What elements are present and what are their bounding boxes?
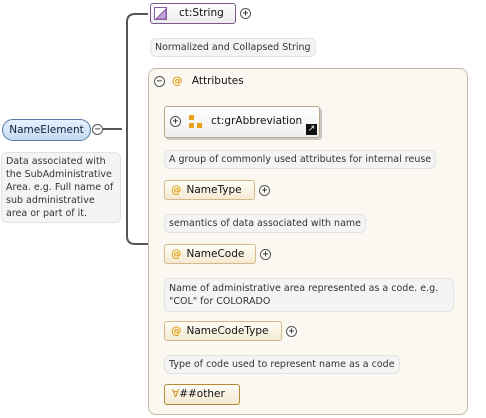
any-attribute-wildcard[interactable]: ∀##other: [164, 384, 240, 405]
wildcard-label: ##other: [179, 388, 225, 400]
attribute-name: NameType: [186, 184, 242, 196]
expand-symbol: +: [288, 326, 295, 337]
root-element-label: NameElement: [9, 124, 84, 136]
attribute-icon: @: [171, 248, 182, 260]
expand-group-icon[interactable]: +: [170, 116, 181, 127]
attribute-group-icon: [189, 115, 203, 129]
attribute-nametype[interactable]: @ NameType: [164, 180, 255, 200]
nametype-documentation: semantics of data associated with name: [164, 214, 366, 233]
attribute-group-label: ct:grAbbreviation: [211, 115, 303, 127]
reference-arrow-icon: ↗: [306, 124, 317, 135]
attributes-header: @ Attributes: [172, 74, 244, 88]
simple-type-icon: [154, 7, 167, 20]
namecodetype-documentation: Type of code used to represent name as a…: [164, 355, 400, 374]
attribute-namecode[interactable]: @ NameCode: [164, 244, 256, 264]
attribute-name: NameCode: [186, 248, 245, 260]
attribute-group-grabbreviation[interactable]: + ct:grAbbreviation ↗: [164, 106, 320, 138]
expand-symbol: +: [262, 249, 269, 260]
attribute-namecodetype[interactable]: @ NameCodeType: [164, 321, 282, 341]
collapse-attributes-icon[interactable]: −: [154, 76, 165, 87]
expand-symbol: +: [261, 185, 268, 196]
wildcard-icon: ∀: [172, 388, 180, 400]
type-label: ct:String: [179, 7, 224, 19]
expand-group-symbol: +: [172, 116, 179, 127]
collapse-attributes-symbol: −: [156, 76, 163, 87]
attribute-icon: @: [172, 75, 183, 87]
group-documentation: A group of commonly used attributes for …: [164, 150, 437, 169]
expand-nametype-icon[interactable]: +: [259, 185, 270, 196]
type-box-string[interactable]: ct:String: [150, 3, 236, 24]
root-element-documentation: Data associated with the SubAdministrati…: [1, 152, 121, 223]
root-element-nameelement[interactable]: NameElement: [2, 119, 91, 141]
collapse-icon[interactable]: −: [92, 124, 103, 135]
expand-namecode-icon[interactable]: +: [260, 249, 271, 260]
attribute-icon: @: [171, 184, 182, 196]
namecode-documentation: Name of administrative area represented …: [164, 278, 454, 312]
attribute-icon: @: [171, 325, 182, 337]
expand-symbol: +: [242, 8, 249, 19]
attributes-header-label: Attributes: [191, 75, 244, 87]
expand-type-icon[interactable]: +: [240, 8, 251, 19]
type-documentation: Normalized and Collapsed String: [150, 38, 316, 57]
expand-namecodetype-icon[interactable]: +: [286, 326, 297, 337]
attribute-name: NameCodeType: [186, 325, 269, 337]
collapse-symbol: −: [94, 124, 101, 135]
